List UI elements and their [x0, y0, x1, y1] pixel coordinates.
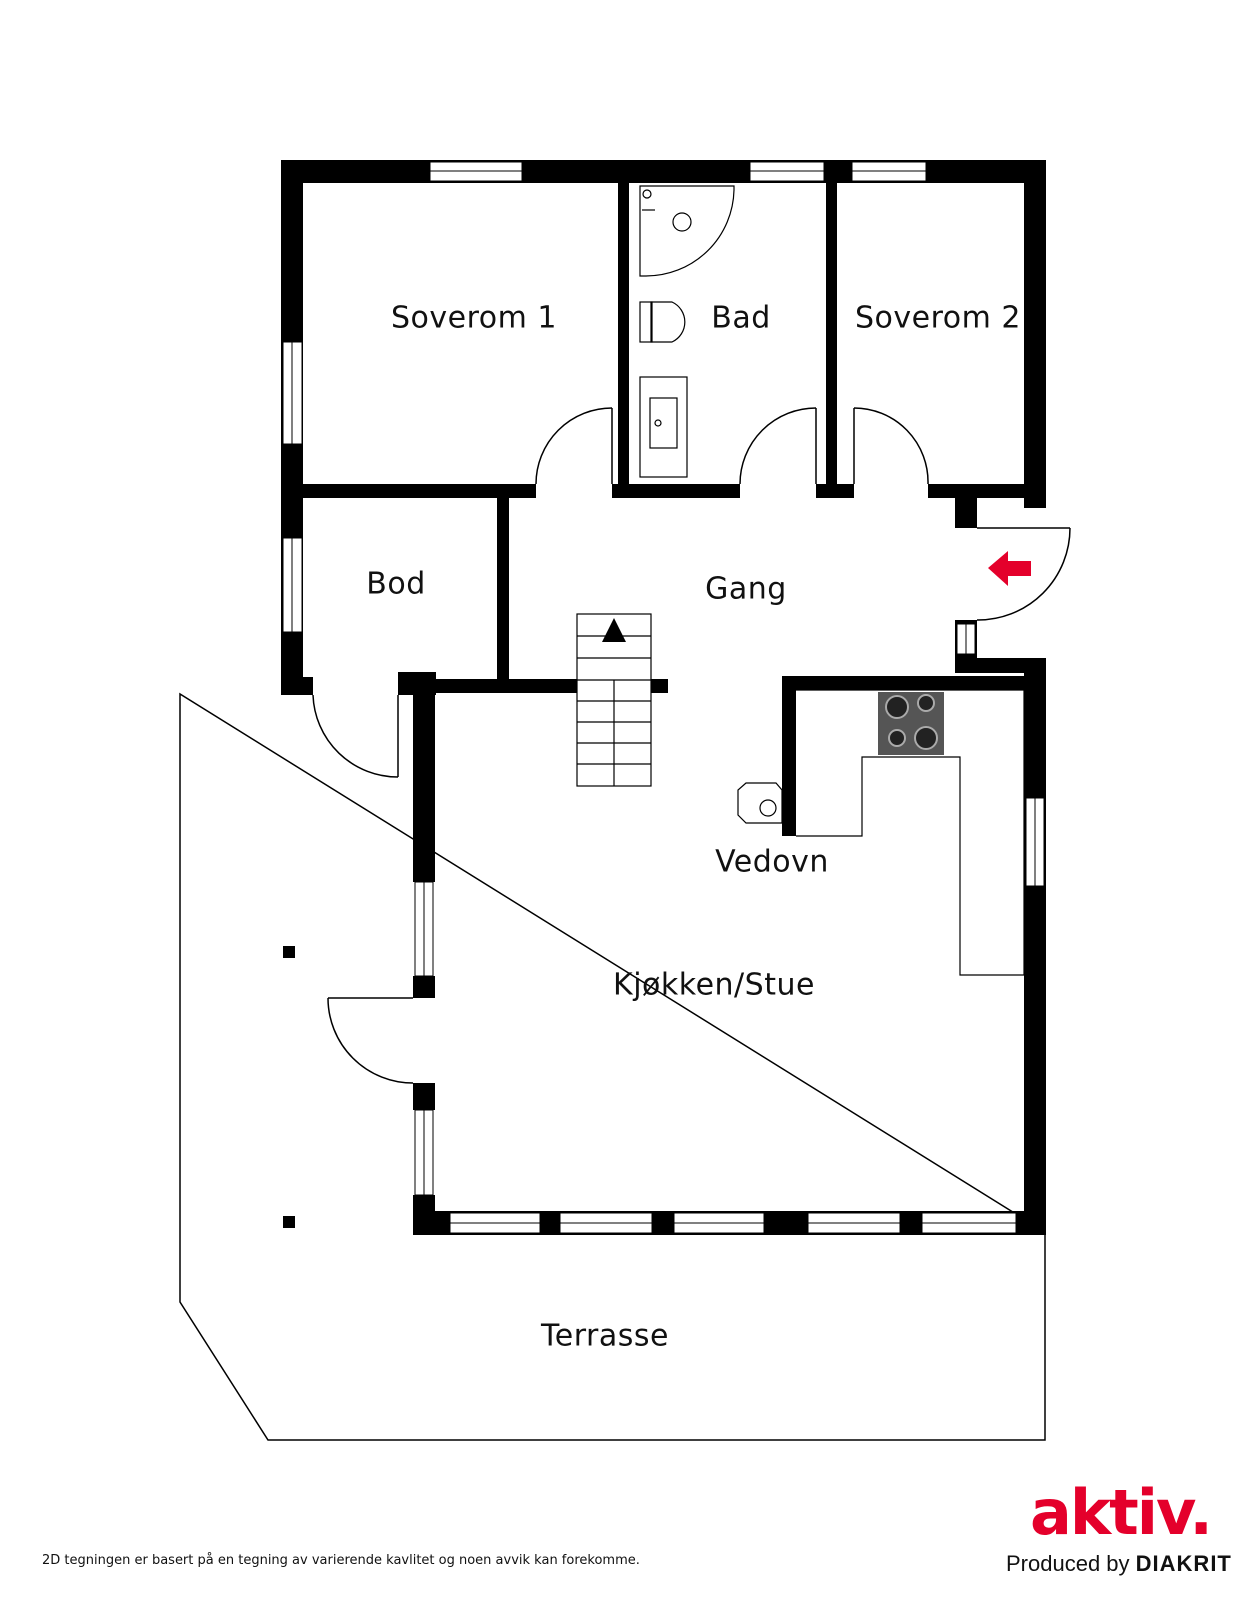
terrace-post [283, 1216, 295, 1228]
arrow-up-icon [602, 618, 626, 642]
toilet-icon [639, 301, 653, 343]
stairs [576, 613, 652, 787]
aktiv-logo: aktiv. [1030, 1476, 1213, 1549]
room-label-bod: Bod [366, 566, 426, 602]
stove-icon [878, 692, 944, 755]
windows [282, 161, 1045, 1234]
room-label-soverom1: Soverom 1 [391, 300, 557, 336]
bathroom-fixtures [639, 185, 735, 478]
shower-drain-icon [672, 212, 692, 232]
room-label-kjokken-stue: Kjøkken/Stue [613, 967, 815, 1003]
disclaimer-text: 2D tegningen er basert på en tegning av … [42, 1553, 640, 1568]
terrace-post [283, 946, 295, 958]
room-label-vedovn: Vedovn [715, 844, 829, 880]
produced-by: Produced by DIAKRIT [1006, 1551, 1232, 1577]
produced-by-prefix: Produced by [1006, 1551, 1130, 1576]
kitchen-counter [796, 689, 1025, 976]
wood-stove-icon [737, 782, 783, 824]
arrow-left-icon [988, 551, 1031, 586]
room-label-gang: Gang [705, 571, 787, 607]
room-label-terrasse: Terrasse [541, 1318, 669, 1354]
diakrit-brand: DIAKRIT [1135, 1551, 1232, 1576]
doors [312, 407, 1071, 1084]
terrace-outline [179, 692, 1046, 1441]
room-label-soverom2: Soverom 2 [855, 300, 1021, 336]
room-label-bad: Bad [711, 300, 771, 336]
sink-icon [639, 376, 688, 478]
